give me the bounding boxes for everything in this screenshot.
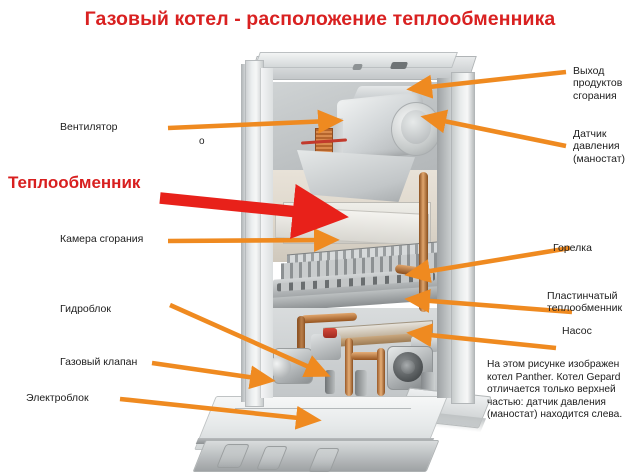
label-nasos: Насос [562, 325, 592, 337]
label-ventilyator: Вентилятор [60, 121, 118, 133]
label-datchik-davleniya: Датчик давления (маностат) [573, 128, 626, 165]
stray-character: о [199, 136, 205, 147]
page-title: Газовый котел - расположение теплообменн… [84, 8, 556, 30]
boiler-cutaway-illustration [192, 52, 492, 472]
label-vyhod-produktov-sgoraniya: Выход продуктов сгорания [573, 65, 623, 102]
label-gidroblok: Гидроблок [60, 303, 111, 315]
label-teploobmennik-highlight: Теплообменник [8, 173, 141, 192]
label-gazovyy-klapan: Газовый клапан [60, 356, 138, 368]
label-plastinchatyy-teploobmennik: Пластинчатый теплообменник [547, 290, 623, 315]
note-text: На этом рисунке изображен котел Panther.… [487, 359, 623, 421]
label-kamera-sgoraniya: Камера сгорания [60, 233, 144, 245]
label-elektroblok: Электроблок [26, 392, 89, 404]
label-gorelka: Горелка [553, 242, 592, 254]
